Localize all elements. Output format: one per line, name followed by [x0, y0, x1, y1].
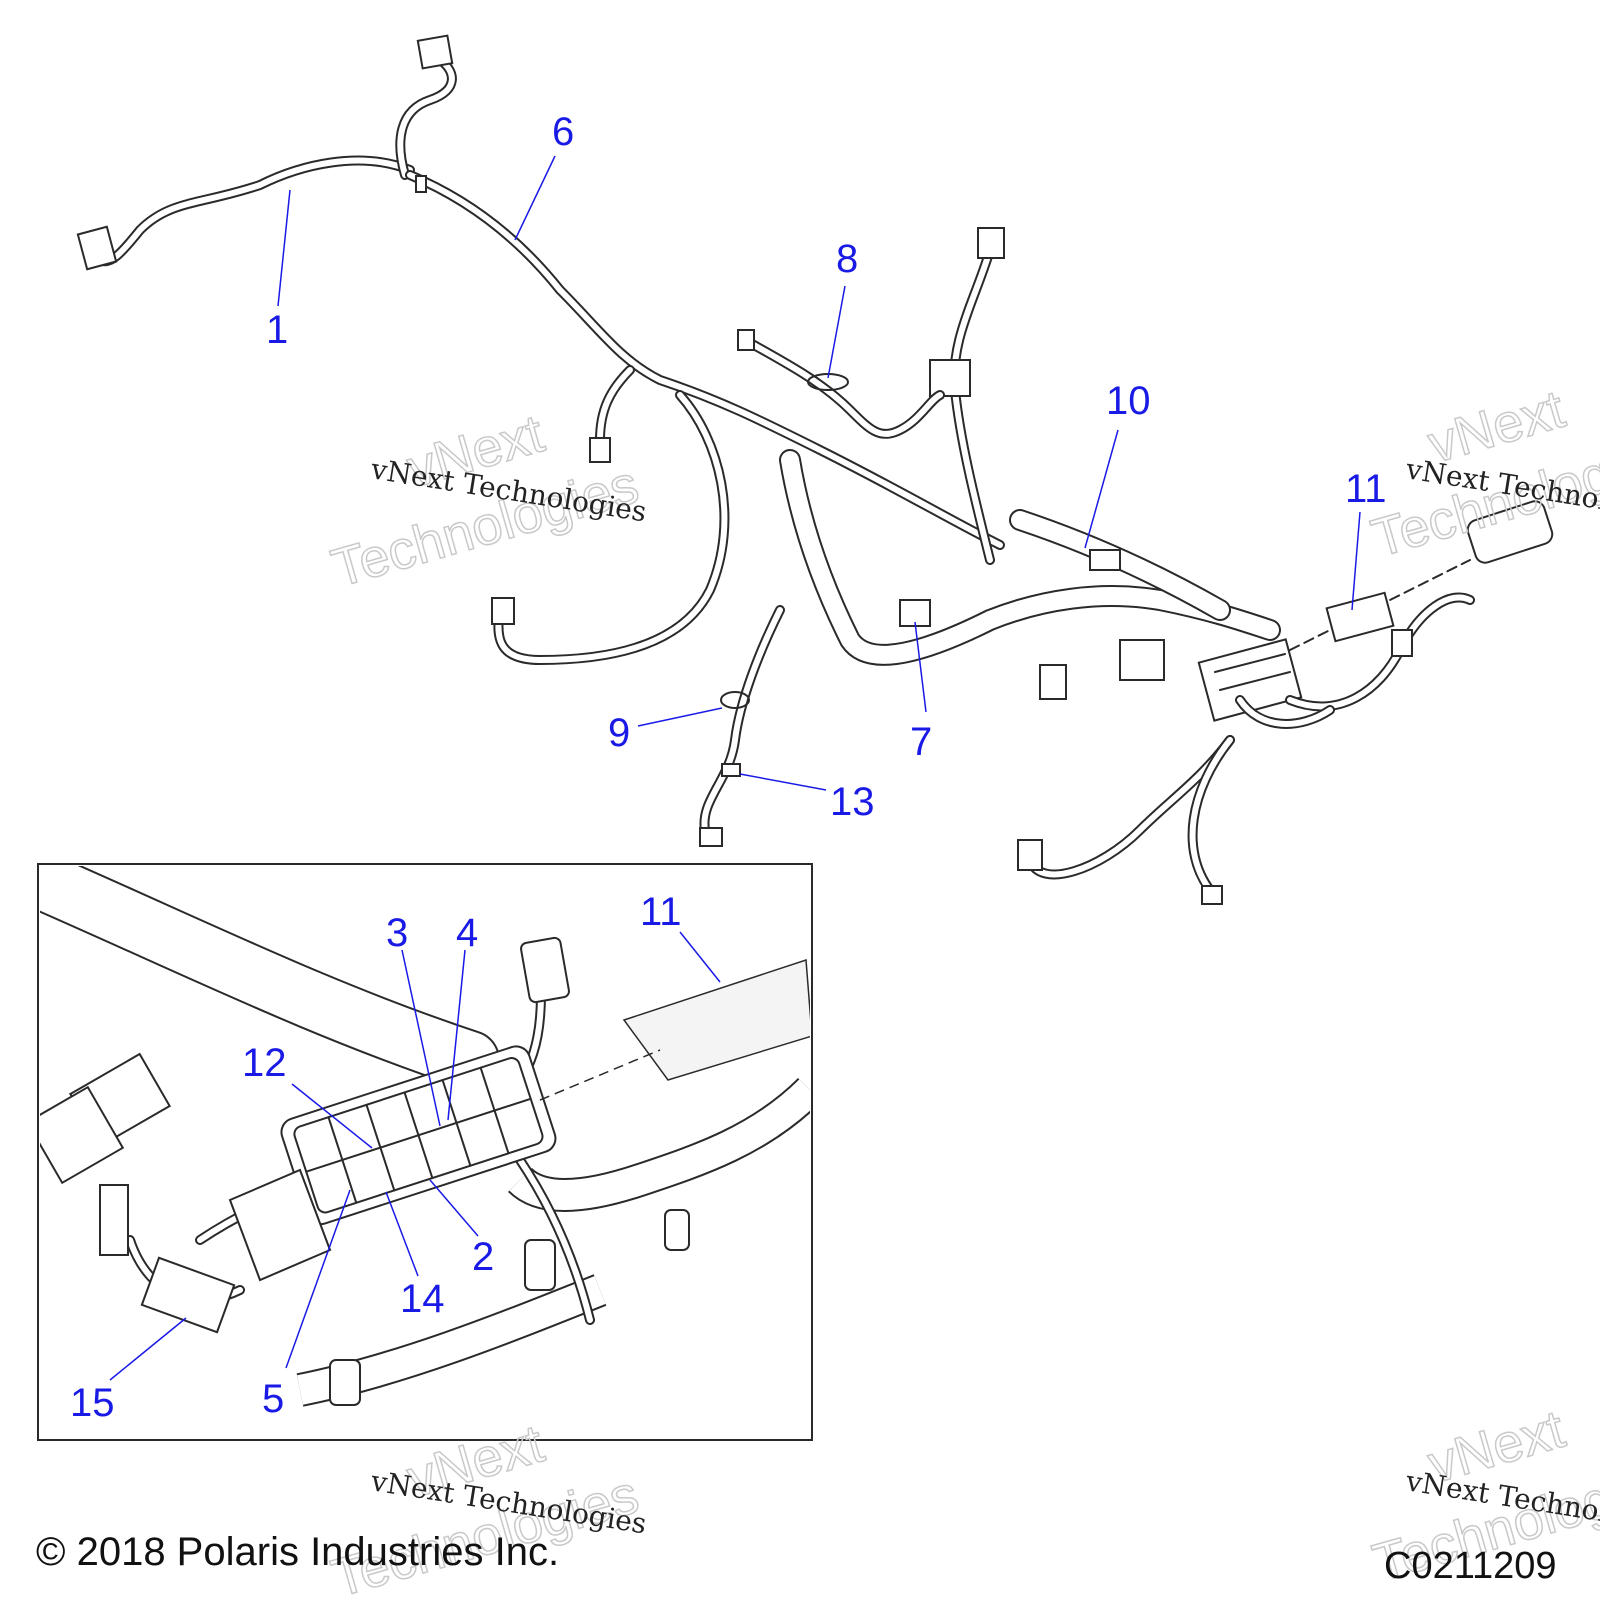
callout-13: 13 [830, 780, 875, 824]
connector-inset-top-icon [520, 936, 570, 1004]
connector-8-icon [737, 329, 755, 351]
copyright-text: © 2018 Polaris Industries Inc. [36, 1530, 560, 1574]
connector-10-icon [1089, 549, 1121, 571]
callout-12: 12 [242, 1041, 287, 1085]
relay-block-icon [929, 359, 971, 397]
callout-11-main: 11 [1345, 467, 1387, 511]
callout-8: 8 [836, 237, 858, 281]
connector-inset-c-icon [99, 1184, 129, 1256]
figure-code: C0211209 [1384, 1545, 1557, 1587]
label-sticker-11-icon [1325, 591, 1395, 643]
connector-7-icon [899, 599, 931, 627]
fuse-box-main-icon [1197, 638, 1303, 722]
callout-15: 15 [70, 1381, 115, 1425]
callout-2: 2 [472, 1235, 494, 1279]
cable-tie-9-icon [720, 691, 750, 709]
connector-top-right-icon [977, 227, 1005, 259]
clip-inset-c-icon [329, 1359, 361, 1406]
callout-numbers: 1 6 8 10 11 7 9 13 11 3 4 12 2 14 5 15 [70, 110, 1387, 1425]
connector-bottom-icon [1201, 885, 1223, 905]
connector-1-icon [76, 225, 118, 271]
clip-icon [415, 175, 427, 193]
callout-10: 10 [1106, 379, 1151, 423]
callout-3: 3 [386, 911, 408, 955]
callout-6: 6 [552, 110, 574, 154]
callout-4: 4 [456, 911, 478, 955]
fuse-box-detail-icon [280, 1045, 557, 1226]
clip-inset-a-icon [664, 1209, 690, 1251]
relay-mid-icon [1119, 639, 1165, 681]
label-sticker-11-inset-icon [622, 958, 810, 1081]
connector-inset-b-icon [40, 1085, 125, 1185]
clip-13-icon [721, 763, 741, 777]
connector-bottom-left-icon [1017, 839, 1043, 871]
callout-11-inset: 11 [640, 890, 682, 934]
callout-14: 14 [400, 1277, 445, 1321]
callout-7: 7 [910, 720, 932, 764]
connector-13-icon [699, 827, 723, 847]
callout-9: 9 [608, 711, 630, 755]
inset-detail [37, 863, 813, 1441]
relay-15-icon [140, 1256, 236, 1334]
connector-small-icon [589, 437, 611, 463]
bracket-icon [228, 1168, 332, 1282]
protective-sleeve-icon [1466, 500, 1554, 564]
connector-top-icon [416, 34, 454, 70]
connector-mid-icon [1039, 664, 1067, 700]
leader-lines [109, 155, 1361, 1381]
callout-5: 5 [262, 1377, 284, 1421]
clip-inset-b-icon [524, 1239, 556, 1291]
connector-right-icon [1391, 629, 1413, 657]
main-harness-art [76, 34, 1554, 905]
connector-left-icon [491, 597, 515, 625]
callout-1: 1 [266, 308, 288, 352]
